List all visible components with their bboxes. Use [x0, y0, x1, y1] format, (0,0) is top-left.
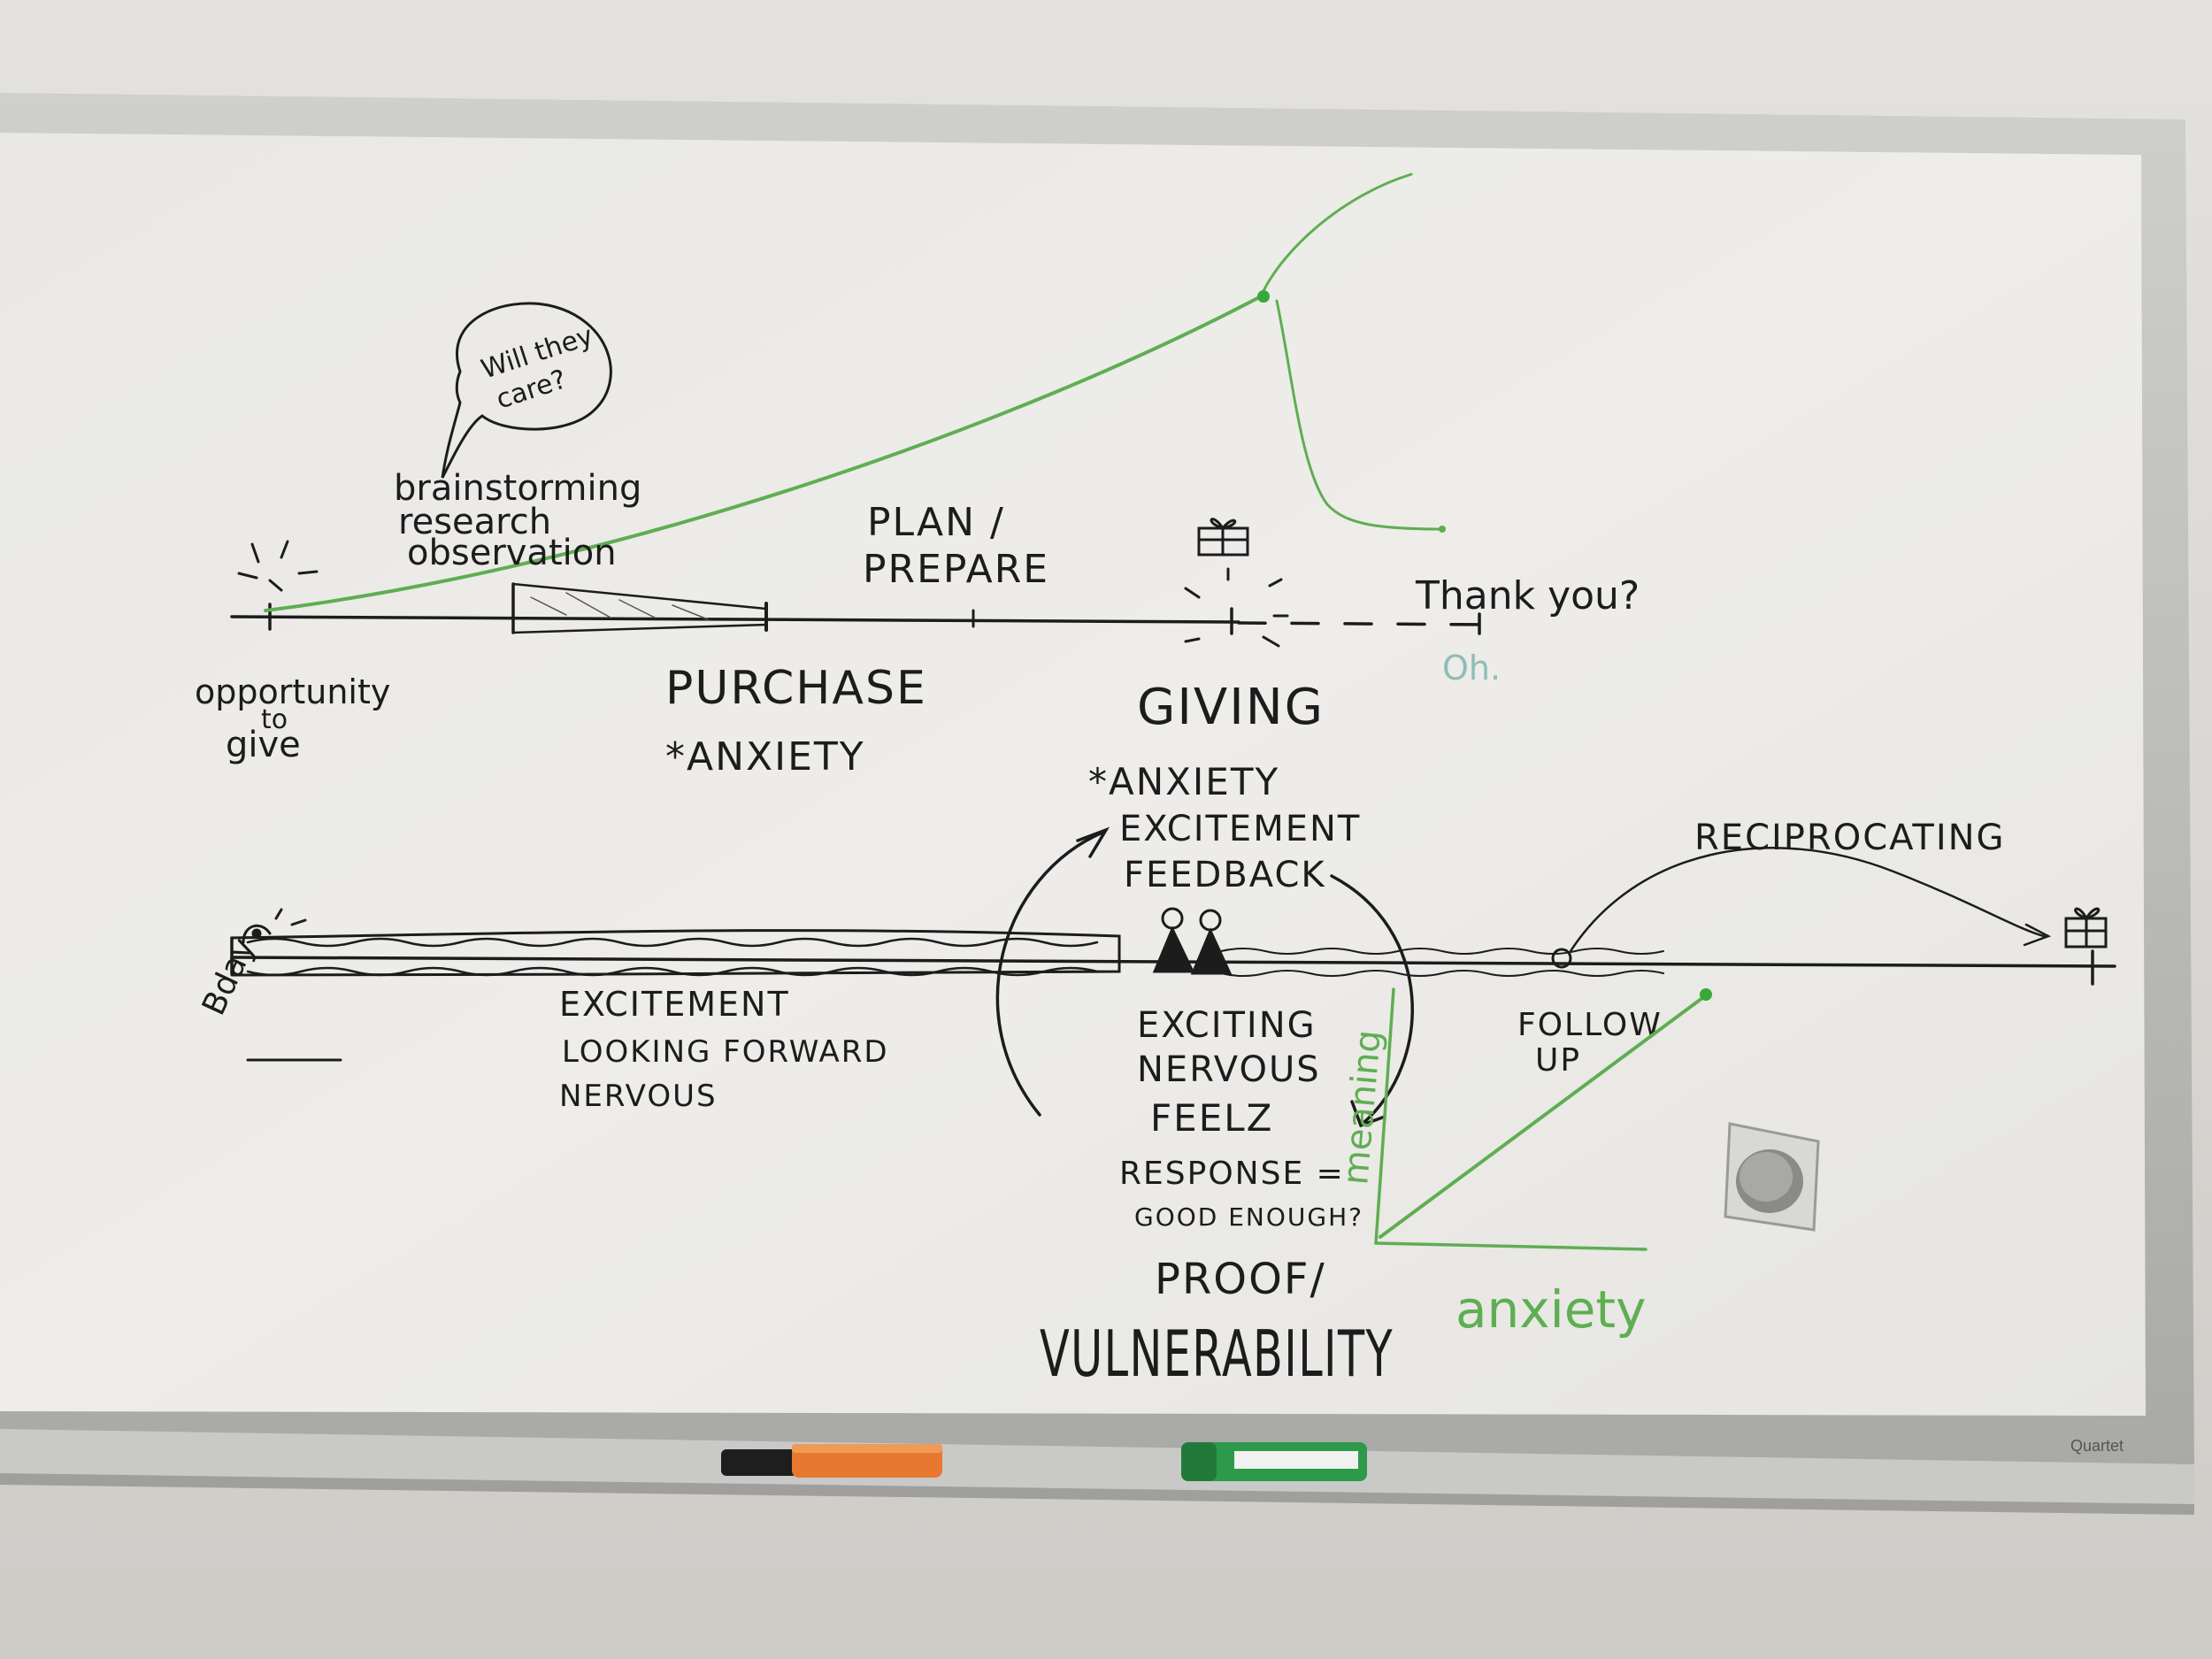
label-bottom-nervous: NERVOUS	[559, 1079, 718, 1114]
label-brainstorming: brainstorming	[394, 468, 641, 509]
gift-end-icon	[2064, 907, 2108, 949]
label-response: RESPONSE =	[1119, 1156, 1345, 1192]
label-purchase-anxiety: *ANXIETY	[665, 734, 865, 780]
label-plan: PLAN /	[867, 500, 1005, 545]
label-opportunity: opportunity	[195, 672, 390, 711]
label-research: research	[398, 502, 551, 542]
gift-icon	[1197, 518, 1249, 557]
label-giving: GIVING	[1137, 679, 1325, 736]
label-giving-feedback: FEEDBACK	[1124, 855, 1326, 895]
label-exciting: EXCITING	[1137, 1005, 1317, 1046]
marker-tray-lip	[0, 1473, 2194, 1515]
label-giving-excitement: EXCITEMENT	[1119, 809, 1361, 849]
speech-bubble-icon	[441, 302, 612, 479]
mini-chart	[1374, 987, 1712, 1251]
label-up: UP	[1535, 1042, 1581, 1079]
top-green-curve	[264, 173, 1446, 612]
label-good-enough: GOOD ENOUGH?	[1134, 1202, 1363, 1232]
label-proof: PROOF/	[1155, 1255, 1326, 1304]
mini-chart-x-label: anxiety	[1455, 1279, 1647, 1340]
label-give: give	[226, 725, 301, 765]
black-marker[interactable]	[721, 1449, 810, 1476]
green-marker[interactable]	[1181, 1442, 1367, 1481]
label-looking-forward: LOOKING FORWARD	[562, 1034, 889, 1070]
label-oh: Oh.	[1442, 649, 1501, 687]
label-to: to	[261, 704, 288, 735]
label-giving-anxiety: *ANXIETY	[1088, 760, 1279, 803]
label-vulnerability: VULNERABILITY	[1040, 1317, 1394, 1391]
magnet-eraser-icon[interactable]	[1724, 1122, 1820, 1232]
label-follow: FOLLOW	[1517, 1007, 1663, 1043]
bday-sparkle-icon	[242, 908, 307, 944]
orange-marker[interactable]	[792, 1444, 942, 1478]
board-surface	[0, 133, 2146, 1416]
label-feelz: FEELZ	[1150, 1096, 1273, 1140]
giving-sparkle-icon	[1184, 567, 1289, 648]
label-bottom-excitement: EXCITEMENT	[559, 985, 790, 1024]
tray-brand-label: Quartet	[2070, 1437, 2124, 1455]
label-prepare: PREPARE	[863, 547, 1049, 592]
label-center-nervous: NERVOUS	[1137, 1049, 1321, 1090]
label-thank-you: Thank you?	[1415, 573, 1640, 618]
marker-tray	[0, 1429, 2194, 1504]
label-purchase: PURCHASE	[665, 662, 927, 715]
label-reciprocating: RECIPROCATING	[1694, 818, 2006, 858]
person-icon	[1152, 907, 1233, 975]
sparkle-icon	[237, 540, 319, 592]
label-observation: observation	[407, 533, 617, 573]
